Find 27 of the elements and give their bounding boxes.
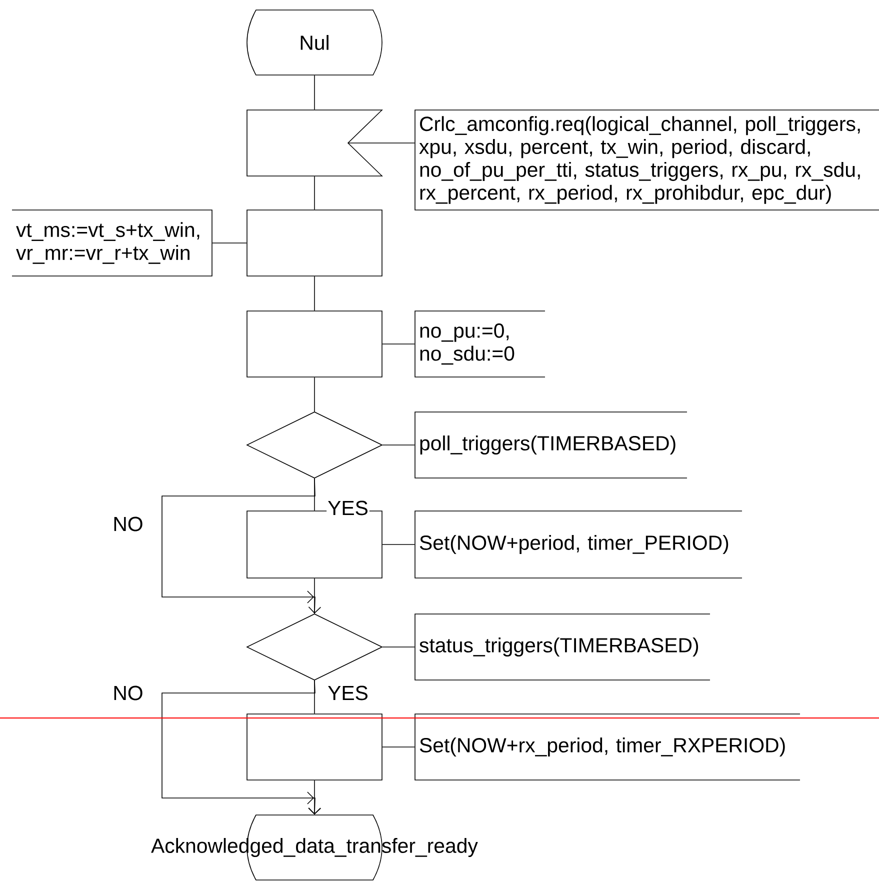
edge-label: NO — [112, 684, 144, 702]
flow-line — [314, 578, 315, 614]
flow-line — [308, 780, 321, 815]
comment-bracket: Set(NOW+rx_period, timer_RXPERIOD) — [414, 714, 800, 780]
task-box — [246, 310, 382, 378]
comment-bracket: Crlc_amconfig.req(logical_channel, poll_triggers, xpu, xsdu, percent, tx_win, period, discard, no_of_pu_per_tti, status_triggers, rx_pu, rx_sdu, rx_percent, rx_period, rx_prohibdur, epc_dur) — [414, 110, 879, 210]
edge-label: YES — [326, 684, 370, 702]
comment-bracket: no_pu:=0, no_sdu:=0 — [414, 310, 546, 378]
flow-line — [162, 478, 322, 614]
flow-line — [212, 242, 247, 244]
flow-line — [314, 176, 315, 210]
flow-line — [382, 544, 415, 545]
task-box — [246, 210, 382, 276]
task-box — [246, 714, 382, 780]
flow-line — [382, 444, 415, 446]
edge-label: NO — [112, 516, 144, 532]
input-signal-symbol — [246, 110, 383, 176]
edge-label: YES — [326, 500, 370, 516]
comment-bracket: Set(NOW+period, timer_PERIOD) — [414, 510, 742, 578]
flow-line — [314, 377, 315, 412]
comment-bracket: vt_ms:=vt_s+tx_win, vr_mr:=vr_r+tx_win — [12, 210, 212, 276]
comment-bracket: status_triggers(TIMERBASED) — [414, 614, 710, 680]
flow-line — [382, 646, 415, 648]
flow-line — [314, 75, 315, 110]
comment-bracket: poll_triggers(TIMERBASED) — [414, 412, 688, 478]
flow-line — [382, 746, 415, 748]
flow-line — [314, 276, 315, 311]
